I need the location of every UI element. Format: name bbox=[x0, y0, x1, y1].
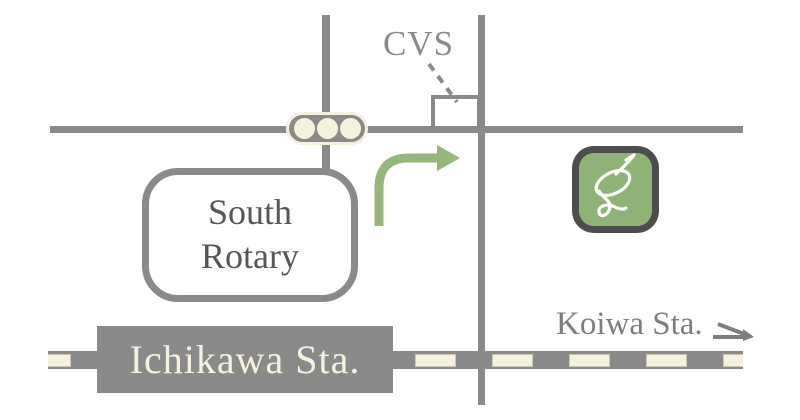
shop-logo bbox=[572, 146, 659, 233]
road-vertical-left bbox=[322, 15, 330, 172]
logo-g-icon bbox=[594, 153, 636, 218]
koiwa-direction-arrow-icon bbox=[713, 322, 754, 341]
koiwa-station-label: Koiwa Sta. bbox=[556, 306, 703, 342]
railway-tie bbox=[723, 353, 743, 367]
railway-tie bbox=[48, 353, 71, 367]
traffic-light-icon bbox=[286, 112, 368, 145]
route-arrow-icon bbox=[374, 145, 460, 226]
railway-tie bbox=[415, 353, 456, 367]
road-vertical-right bbox=[478, 15, 485, 405]
railway-tie bbox=[646, 353, 687, 367]
rotary-label-line2: Rotary bbox=[201, 236, 299, 276]
south-rotary: South Rotary bbox=[142, 168, 358, 302]
rotary-label-line1: South bbox=[207, 192, 293, 233]
road-horizontal bbox=[50, 126, 743, 133]
railway-tie bbox=[492, 353, 533, 367]
cvs-label: CVS bbox=[383, 24, 455, 63]
traffic-light-lamp bbox=[339, 118, 361, 139]
shop-logo-background bbox=[579, 153, 652, 226]
traffic-light-lamp bbox=[316, 118, 338, 139]
railway-tie bbox=[569, 353, 610, 367]
traffic-light-lamp bbox=[293, 118, 315, 139]
ichikawa-station-label: Ichikawa Sta. bbox=[97, 326, 393, 393]
cvs-pointer-dashed-line bbox=[427, 62, 459, 104]
